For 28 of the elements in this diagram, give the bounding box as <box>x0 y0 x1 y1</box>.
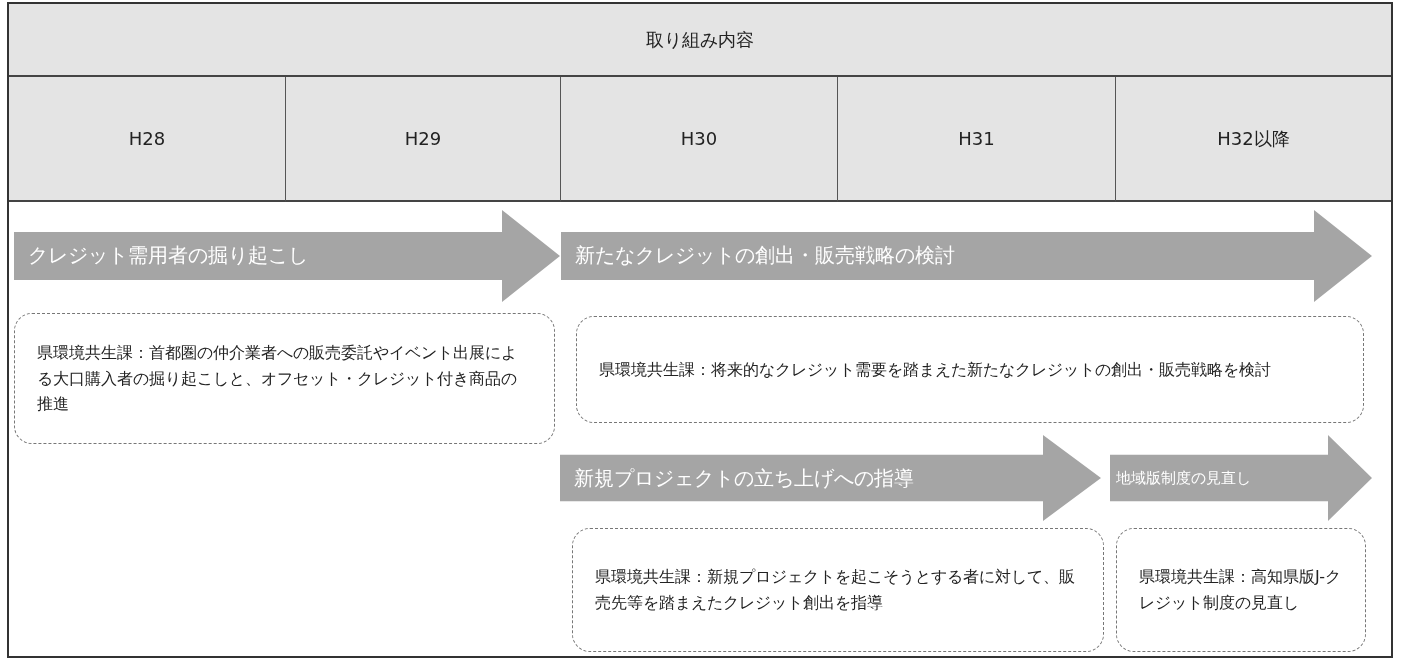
header-label: 取り組み内容 <box>646 27 754 52</box>
header-cell <box>286 77 561 202</box>
header-label: H32以降 <box>1217 126 1290 151</box>
arrow-banner <box>14 210 560 302</box>
header-cell <box>9 4 1391 77</box>
header-cell <box>9 77 286 202</box>
dashed-note-box <box>1116 528 1366 652</box>
header-label: H28 <box>128 128 166 149</box>
note-text: 県環境共生課：高知県版J-クレジット制度の見直し <box>1139 566 1342 614</box>
header-cell <box>1116 77 1391 202</box>
arrow-banner <box>560 435 1101 521</box>
banner-label: 新規プロジェクトの立ち上げへの指導 <box>574 464 914 492</box>
header-label: H29 <box>404 128 442 149</box>
banner-label: 新たなクレジットの創出・販売戦略の検討 <box>575 242 955 270</box>
dashed-note-box <box>576 316 1364 423</box>
note-text: 県環境共生課：首都圏の仲介業者への販売委託やイベント出展による大口購入者の掘り起こしと、オフセット・クレジット付き商品の推進 <box>37 342 518 416</box>
banner-label: クレジット需用者の掘り起こし <box>28 242 308 270</box>
header-cell <box>838 77 1116 202</box>
header-label: H31 <box>958 128 995 149</box>
arrow-banner <box>1110 435 1372 521</box>
header-label: H30 <box>680 128 718 149</box>
banner-label: 地域版制度の見直し <box>1116 467 1251 489</box>
arrow-banner <box>561 210 1372 302</box>
dashed-note-box <box>14 313 555 444</box>
note-text: 県環境共生課：将来的なクレジット需要を踏まえた新たなクレジットの創出・販売戦略を検討 <box>599 358 1271 381</box>
dashed-note-box <box>572 528 1104 652</box>
note-text: 県環境共生課：新規プロジェクトを起こそうとする者に対して、販売先等を踏まえたクレジット創出を指導 <box>595 566 1076 614</box>
header-cell <box>561 77 838 202</box>
